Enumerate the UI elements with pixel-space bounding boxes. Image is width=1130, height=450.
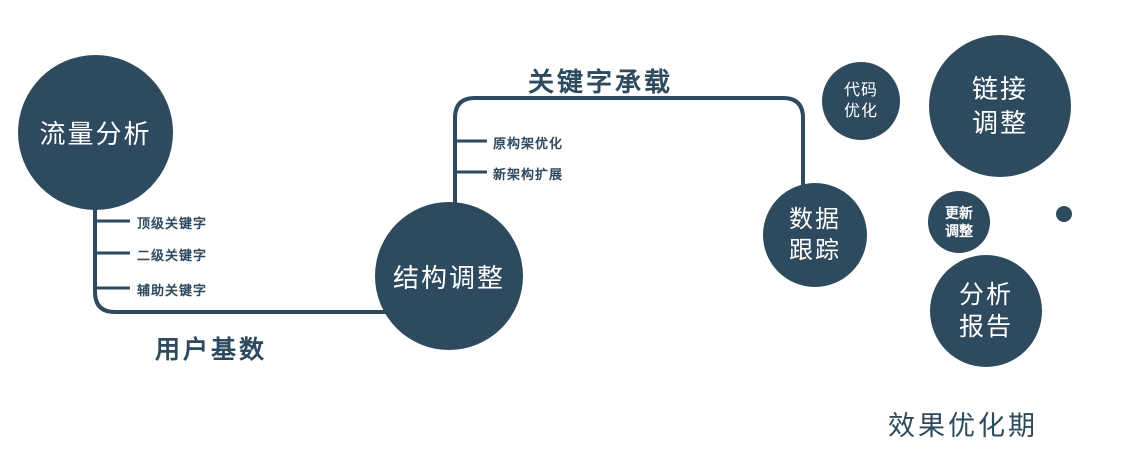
node-update-adjustment: 更新 调整 (928, 191, 990, 253)
node-code-optimization: 代码 优化 (822, 62, 900, 140)
node-data-tracking: 数据 跟踪 (763, 183, 867, 287)
node-traffic-analysis-label: 流量分析 (39, 119, 152, 149)
node-data-tracking-line2: 跟踪 (789, 237, 841, 264)
node-analysis-report-line2: 报告 (958, 313, 1013, 341)
node-data-tracking-line1: 数据 (789, 206, 841, 233)
branch-label-original-arch: 原构架优化 (493, 136, 564, 151)
node-analysis-report-line1: 分析 (958, 281, 1013, 309)
node-analysis-report: 分析 报告 (930, 255, 1042, 367)
node-code-optimization-line2: 优化 (843, 103, 878, 120)
branch-label-aux-keywords: 辅助关键字 (137, 283, 208, 298)
decorative-dot (1056, 206, 1072, 222)
node-code-optimization-line1: 代码 (843, 82, 878, 99)
node-traffic-analysis: 流量分析 (18, 55, 173, 210)
node-link-adjustment-line1: 链接 (971, 74, 1028, 104)
node-update-adjustment-line2: 调整 (945, 223, 973, 239)
branch-label-new-arch: 新架构扩展 (493, 167, 564, 182)
edge-label-keyword-load: 关键字承载 (528, 67, 674, 97)
node-link-adjustment: 链接 调整 (929, 35, 1071, 177)
edge-label-user-base: 用户基数 (155, 336, 268, 364)
node-update-adjustment-line1: 更新 (945, 205, 973, 221)
edge-traffic-to-structure (93, 188, 390, 314)
edge-structure-to-tracking (453, 96, 805, 208)
node-structure-adjustment-label: 结构调整 (392, 262, 505, 293)
branch-label-second-keywords: 二级关键字 (137, 248, 208, 263)
node-structure-adjustment: 结构调整 (375, 202, 523, 350)
node-link-adjustment-line2: 调整 (971, 108, 1028, 138)
branch-label-top-keywords: 顶级关键字 (137, 216, 208, 231)
phase-caption: 效果优化期 (888, 411, 1038, 441)
